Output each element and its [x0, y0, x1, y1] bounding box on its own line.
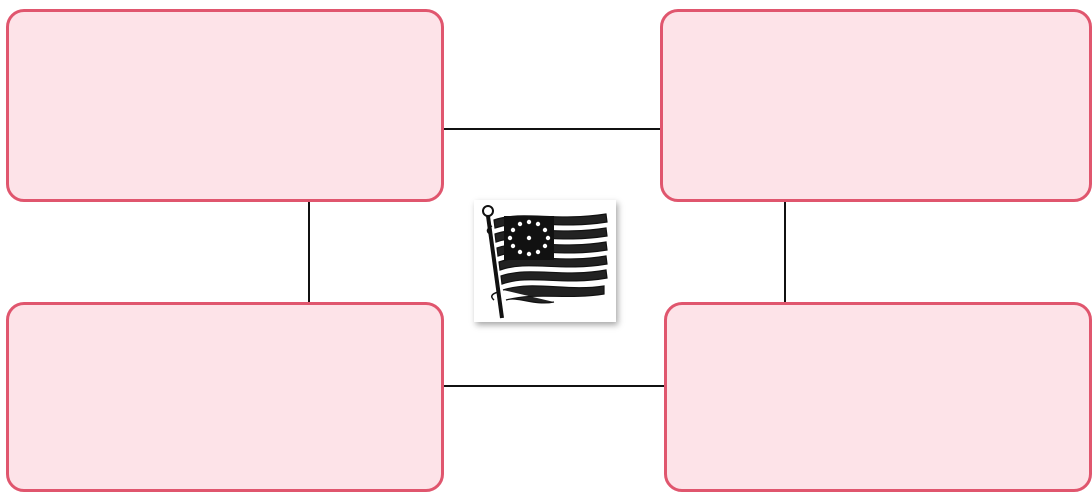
connector-right — [784, 200, 786, 303]
box-bottom-left[interactable] — [6, 302, 444, 492]
box-bottom-right[interactable] — [664, 302, 1092, 492]
box-top-right[interactable] — [660, 9, 1092, 202]
box-top-left[interactable] — [6, 9, 444, 202]
center-image — [474, 200, 616, 322]
connector-left — [308, 200, 310, 303]
connector-top — [442, 128, 662, 130]
american-flag-icon — [474, 200, 616, 322]
connector-bottom — [442, 385, 664, 387]
